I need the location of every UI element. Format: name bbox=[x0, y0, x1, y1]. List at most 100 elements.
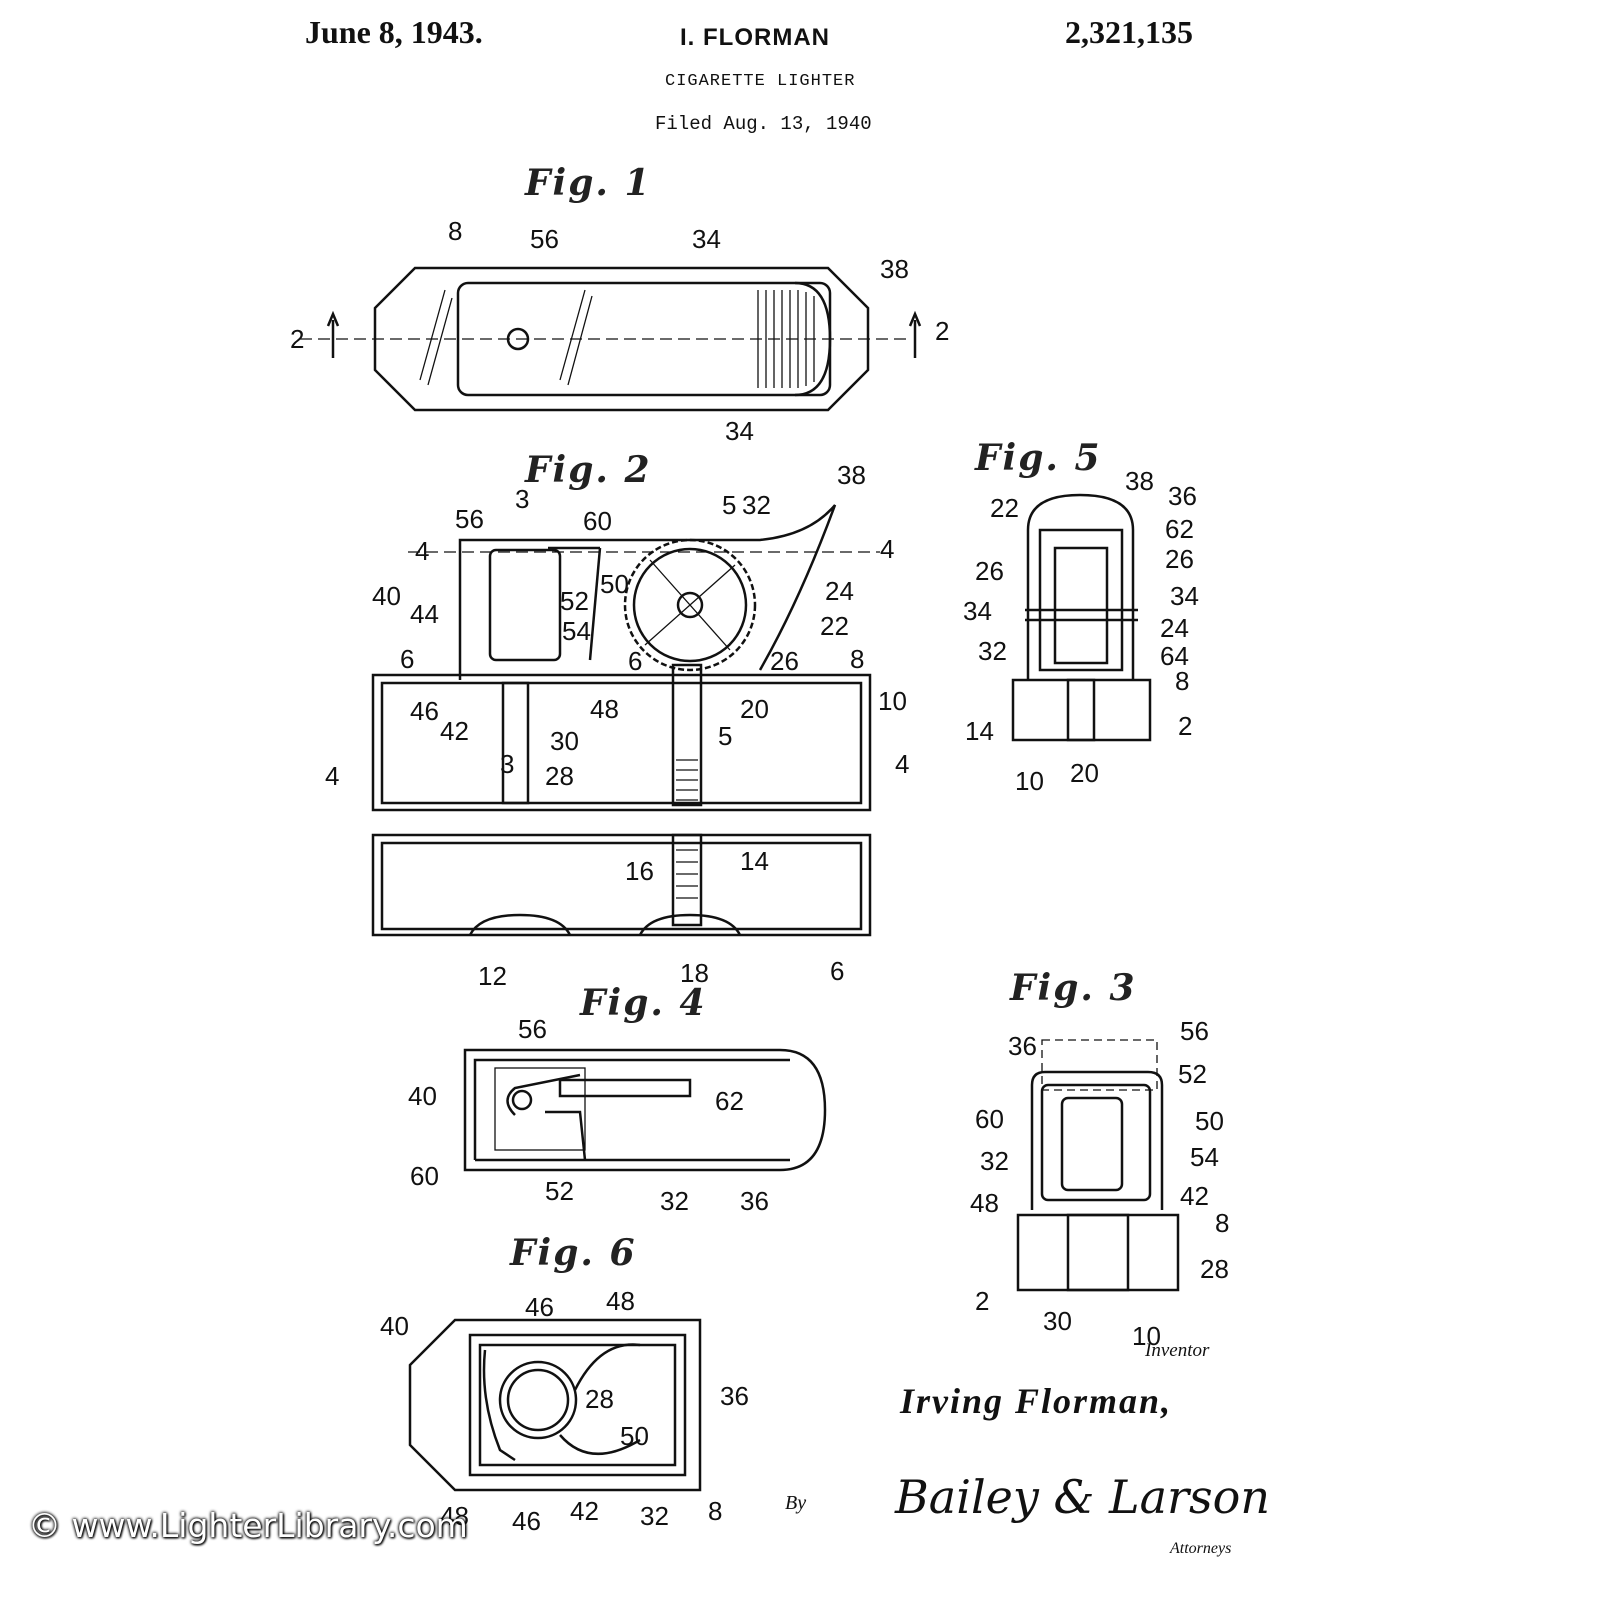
ref-label: 28 bbox=[1200, 1254, 1229, 1284]
ref-label: 5 bbox=[718, 721, 732, 751]
ref-label: 36 bbox=[1008, 1031, 1037, 1061]
ref-label: 44 bbox=[410, 599, 439, 629]
ref-label: 50 bbox=[600, 569, 629, 599]
inventor-name: Irving Florman, bbox=[900, 1381, 1173, 1421]
ref-label: 48 bbox=[440, 1501, 469, 1531]
ref-label: 4 bbox=[415, 536, 429, 566]
ref-label: 10 bbox=[878, 686, 907, 716]
ref-label: 42 bbox=[440, 716, 469, 746]
ref-label: 60 bbox=[975, 1104, 1004, 1134]
ref-label: 32 bbox=[978, 636, 1007, 666]
ref-label: 6 bbox=[400, 644, 414, 674]
ref-label: 26 bbox=[770, 646, 799, 676]
ref-label: 34 bbox=[725, 416, 754, 446]
ref-label: 46 bbox=[410, 696, 439, 726]
ref-label: 52 bbox=[560, 586, 589, 616]
ref-label: 48 bbox=[970, 1188, 999, 1218]
figure-2: Fig. 2 3 5 bbox=[325, 449, 909, 991]
ref-label: 64 bbox=[1160, 641, 1189, 671]
ref-label: 28 bbox=[545, 761, 574, 791]
ref-label: 8 bbox=[1175, 666, 1189, 696]
ref-label: 62 bbox=[1165, 514, 1194, 544]
ref-label: 16 bbox=[625, 856, 654, 886]
ref-label: 56 bbox=[1180, 1016, 1209, 1046]
figure-6: Fig. 6 46 48 40 28 36 50 48 46 42 32 8 bbox=[380, 1232, 749, 1536]
ref-label: 14 bbox=[740, 846, 769, 876]
ref-label: 22 bbox=[820, 611, 849, 641]
ref-label: 52 bbox=[1178, 1059, 1207, 1089]
fig1-label: Fig. 1 bbox=[524, 162, 652, 204]
ref-label: 4 bbox=[895, 749, 909, 779]
fig2-label: Fig. 2 bbox=[524, 449, 652, 491]
ref-label: 32 bbox=[742, 490, 771, 520]
ref-label: 32 bbox=[980, 1146, 1009, 1176]
ref-label: 26 bbox=[975, 556, 1004, 586]
ref-label: 24 bbox=[825, 576, 854, 606]
ref-label: 56 bbox=[455, 504, 484, 534]
by-label: By bbox=[785, 1492, 807, 1514]
ref-label: 10 bbox=[1132, 1321, 1161, 1351]
ref-label: 22 bbox=[990, 493, 1019, 523]
ref-label: 62 bbox=[715, 1086, 744, 1116]
ref-label: 20 bbox=[740, 694, 769, 724]
figure-1: Fig. 1 8 56 34 38 2 2 34 bbox=[290, 162, 949, 446]
ref-label: 48 bbox=[590, 694, 619, 724]
ref-label: 2 bbox=[935, 316, 949, 346]
ref-label: 28 bbox=[585, 1384, 614, 1414]
filed-date: Filed Aug. 13, 1940 bbox=[655, 113, 872, 135]
patent-number: 2,321,135 bbox=[1065, 14, 1193, 50]
ref-label: 54 bbox=[1190, 1142, 1219, 1172]
attorneys-label: Attorneys bbox=[1170, 1540, 1232, 1557]
watermark: © www.LighterLibrary.com bbox=[28, 1506, 468, 1545]
figure-3: Fig. 3 36 56 52 60 50 32 54 48 42 8 28 2… bbox=[970, 967, 1229, 1351]
ref-label: 56 bbox=[530, 224, 559, 254]
figure-4: Fig. 4 56 40 62 60 52 32 36 bbox=[408, 982, 827, 1216]
ref-label: 24 bbox=[1160, 613, 1189, 643]
ref-label: 20 bbox=[1070, 758, 1099, 788]
ref-label: 36 bbox=[1168, 481, 1197, 511]
ref-label: 8 bbox=[708, 1496, 722, 1526]
ref-label: 3 bbox=[515, 484, 529, 514]
ref-label: 54 bbox=[562, 616, 591, 646]
ref-label: 38 bbox=[880, 254, 909, 284]
ref-label: 8 bbox=[1215, 1208, 1229, 1238]
ref-label: 42 bbox=[1180, 1181, 1209, 1211]
ref-label: 48 bbox=[606, 1286, 635, 1316]
ref-label: 14 bbox=[965, 716, 994, 746]
ref-label: 6 bbox=[830, 956, 844, 986]
ref-label: 40 bbox=[372, 581, 401, 611]
attorney-signature: Bailey & Larson bbox=[895, 1470, 1270, 1524]
inventor-label: Inventor bbox=[1145, 1340, 1210, 1361]
ref-label: 4 bbox=[880, 534, 894, 564]
ref-label: 2 bbox=[1178, 711, 1192, 741]
ref-label: 30 bbox=[1043, 1306, 1072, 1336]
ref-label: 2 bbox=[290, 324, 304, 354]
ref-label: 36 bbox=[740, 1186, 769, 1216]
ref-label: 56 bbox=[518, 1014, 547, 1044]
ref-label: 50 bbox=[1195, 1106, 1224, 1136]
ref-label: 26 bbox=[1165, 544, 1194, 574]
patent-date: June 8, 1943. bbox=[305, 14, 483, 50]
ref-label: 38 bbox=[837, 460, 866, 490]
ref-label: 40 bbox=[380, 1311, 409, 1341]
ref-label: 8 bbox=[448, 216, 462, 246]
ref-label: 60 bbox=[583, 506, 612, 536]
ref-label: 6 bbox=[628, 646, 642, 676]
ref-label: 34 bbox=[1170, 581, 1199, 611]
ref-label: 46 bbox=[512, 1506, 541, 1536]
ref-label: 32 bbox=[660, 1186, 689, 1216]
ref-label: 2 bbox=[975, 1286, 989, 1316]
figure-5: Fig. 5 38 36 22 62 26 26 34 34 24 32 64 … bbox=[963, 437, 1199, 796]
ref-label: 4 bbox=[325, 761, 339, 791]
inventor-header: I. FLORMAN bbox=[680, 24, 830, 51]
fig3-label: Fig. 3 bbox=[1009, 967, 1137, 1009]
ref-label: 32 bbox=[640, 1501, 669, 1531]
ref-label: 38 bbox=[1125, 466, 1154, 496]
fig6-label: Fig. 6 bbox=[509, 1232, 637, 1274]
ref-label: 52 bbox=[545, 1176, 574, 1206]
ref-label: 36 bbox=[720, 1381, 749, 1411]
fig5-label: Fig. 5 bbox=[974, 437, 1102, 479]
ref-label: 46 bbox=[525, 1292, 554, 1322]
ref-label: 42 bbox=[570, 1496, 599, 1526]
